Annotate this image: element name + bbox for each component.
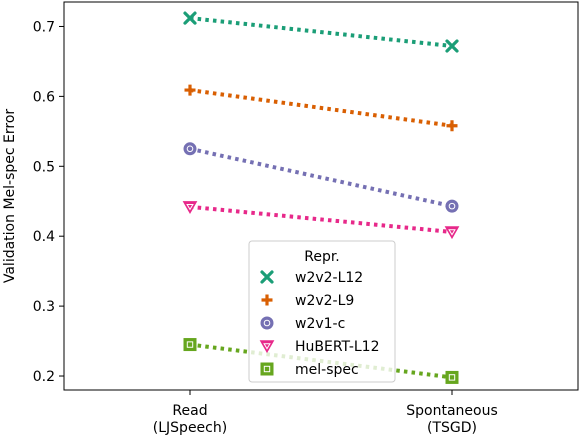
legend-marker	[260, 270, 274, 284]
data-point	[182, 201, 198, 215]
legend-title: Repr.	[304, 249, 340, 265]
legend-box	[248, 240, 396, 383]
series-line	[189, 204, 453, 234]
y-tick-label: 0.7	[33, 19, 55, 35]
x-tick-label: Read(LJSpeech)	[153, 403, 227, 436]
legend-label: w2v1-c	[295, 316, 345, 332]
y-tick-label: 0.3	[33, 299, 55, 315]
data-point	[444, 226, 460, 240]
y-tick-label: 0.2	[33, 369, 55, 385]
legend-marker	[260, 316, 274, 330]
legend-marker	[260, 362, 274, 376]
data-point	[445, 39, 459, 53]
plot-area	[63, 1, 579, 391]
data-point	[183, 338, 197, 352]
data-point	[183, 142, 197, 156]
series-line	[189, 146, 453, 209]
series-line	[189, 88, 453, 128]
plot-frame	[63, 1, 579, 391]
data-point	[184, 84, 196, 96]
data-point	[446, 120, 458, 132]
y-tick-label: 0.5	[33, 159, 55, 175]
series-line	[189, 16, 453, 49]
x-tick-label: Spontaneous(TSGD)	[406, 403, 498, 436]
legend-marker	[259, 340, 275, 354]
data-point	[183, 11, 197, 25]
legend-label: mel-spec	[295, 362, 359, 378]
y-axis-label: Validation Mel-spec Error	[2, 109, 18, 284]
y-tick-label: 0.4	[33, 229, 55, 245]
data-point	[445, 199, 459, 213]
legend-label: w2v2-L9	[295, 293, 354, 309]
data-point	[445, 370, 459, 384]
y-tick-label: 0.6	[33, 89, 55, 105]
legend-label: w2v2-L12	[295, 270, 363, 286]
legend-marker	[261, 294, 273, 306]
legend-label: HuBERT-L12	[295, 339, 380, 355]
